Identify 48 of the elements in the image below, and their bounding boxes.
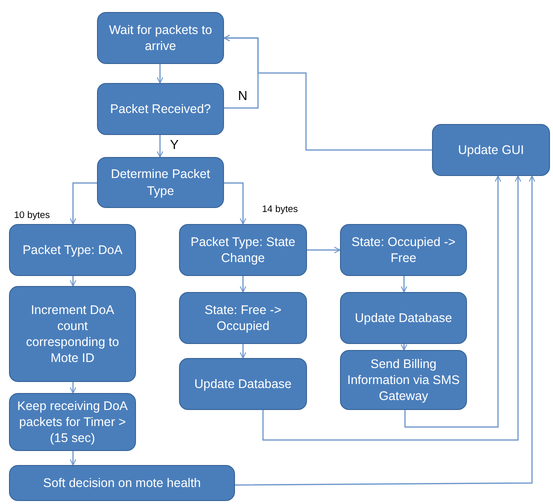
process-box	[9, 224, 136, 276]
box-text: Packet Type: State Change	[190, 234, 296, 266]
process-box	[9, 393, 136, 451]
arrow	[235, 176, 536, 486]
arrow	[240, 276, 246, 292]
box-text: Increment DoA count corresponding to Mote ID	[24, 302, 120, 366]
process-box	[9, 286, 136, 382]
edge-label: N	[238, 89, 248, 102]
box-text: Determine Packet Type	[110, 166, 212, 199]
arrow	[70, 451, 76, 466]
arrow	[156, 135, 164, 158]
process-box	[340, 292, 467, 344]
arrow	[400, 344, 408, 350]
arrow	[224, 182, 246, 224]
box-text: Wait for packets to arrive	[108, 22, 214, 54]
arrow	[262, 176, 522, 441]
process-box	[9, 465, 235, 501]
box-text: Update Database	[194, 376, 292, 392]
box-text: Packet Received?	[110, 100, 211, 118]
process-box	[179, 358, 307, 410]
process-box	[179, 292, 307, 344]
process-box	[97, 157, 224, 208]
arrow	[70, 382, 76, 394]
edge-label: 14 bytes	[262, 205, 298, 214]
box-text: State: Occupied -> Free	[350, 234, 456, 266]
box-text: State: Free -> Occupied	[204, 302, 282, 334]
process-box	[340, 224, 467, 276]
edge-label: 10 bytes	[14, 211, 50, 220]
process-box	[179, 224, 307, 276]
arrow	[156, 64, 164, 84]
box-text: Keep receiving DoA packets for Timer > (15 sec)	[16, 398, 129, 446]
process-box	[340, 350, 467, 410]
process-box	[432, 124, 550, 176]
arrow	[224, 34, 432, 151]
box-text: Update GUI	[458, 142, 524, 158]
arrow	[240, 344, 246, 358]
arrow	[307, 246, 340, 254]
process-box	[97, 83, 224, 135]
box-text: Send Billing Information via SMS Gateway	[347, 356, 460, 404]
edge-label: Y	[170, 138, 179, 151]
arrow	[400, 276, 408, 292]
box-text: Update Database	[354, 310, 452, 326]
arrow	[404, 176, 502, 428]
box-text: Packet Type: DoA	[22, 242, 122, 258]
arrow	[70, 182, 97, 224]
process-box	[97, 12, 224, 64]
box-text: Soft decision on mote health	[43, 474, 201, 492]
arrow	[70, 276, 76, 286]
